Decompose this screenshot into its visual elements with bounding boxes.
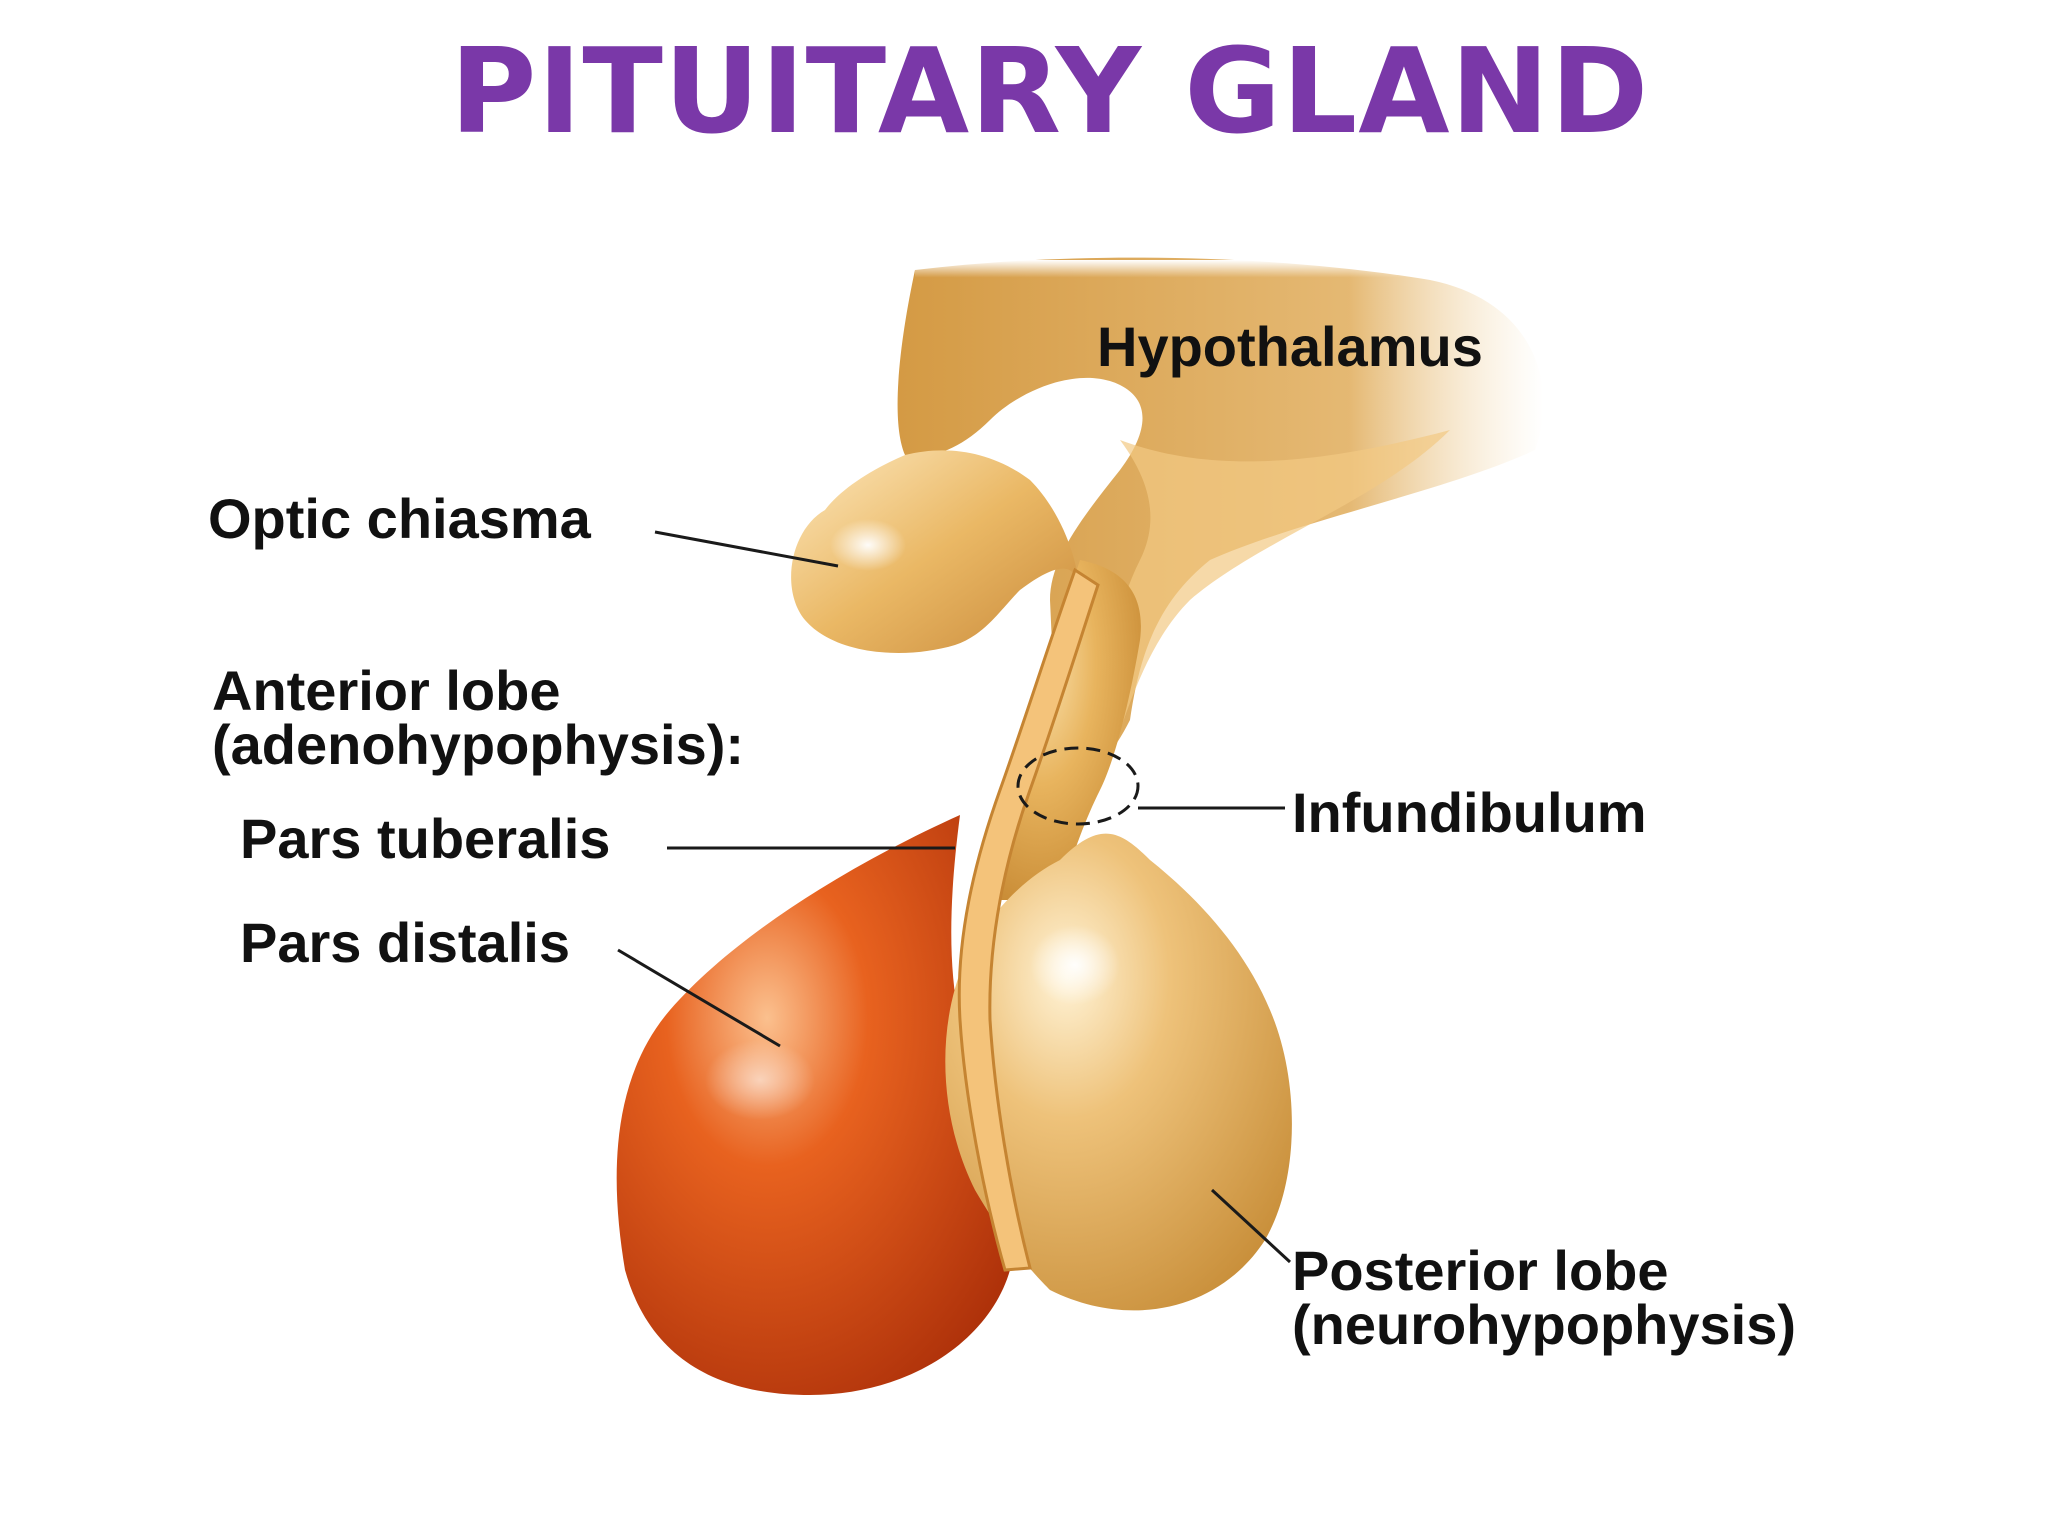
optic-chiasma-shape <box>791 450 1080 653</box>
posterior-lobe-shape <box>945 833 1292 1311</box>
pars-tuberalis-label: Pars tuberalis <box>240 807 611 870</box>
anterior-lobe-label-line2: (adenohypophysis): <box>212 713 745 776</box>
third-ventricle-shape <box>1106 430 1450 760</box>
pars-distalis-leader <box>617 948 781 1048</box>
page-title: PITUITARY GLAND <box>450 22 1650 160</box>
posterior-lobe-label: Posterior lobe (neurohypophysis) <box>1292 1239 1797 1356</box>
infundibulum-marker <box>1016 746 1140 826</box>
anterior-lobe-label-line1: Anterior lobe <box>212 659 561 722</box>
optic-chiasma-label: Optic chiasma <box>208 487 591 550</box>
hypothalamus-label: Hypothalamus <box>1097 315 1483 378</box>
posterior-lobe-label-line1: Posterior lobe <box>1292 1239 1669 1302</box>
pars-distalis-shape <box>616 815 1013 1395</box>
infundibulum-shape <box>985 560 1141 900</box>
leader-lines <box>617 530 1292 1264</box>
posterior-lobe-leader <box>1210 1188 1292 1264</box>
posterior-lobe-label-line2: (neurohypophysis) <box>1292 1293 1797 1356</box>
infundibulum-label: Infundibulum <box>1292 781 1647 844</box>
anterior-lobe-label: Anterior lobe (adenohypophysis): <box>212 659 745 776</box>
optic-chiasma-leader <box>654 530 839 568</box>
pars-distalis-label: Pars distalis <box>240 911 570 974</box>
pars-tuberalis-shape <box>957 567 1100 1272</box>
